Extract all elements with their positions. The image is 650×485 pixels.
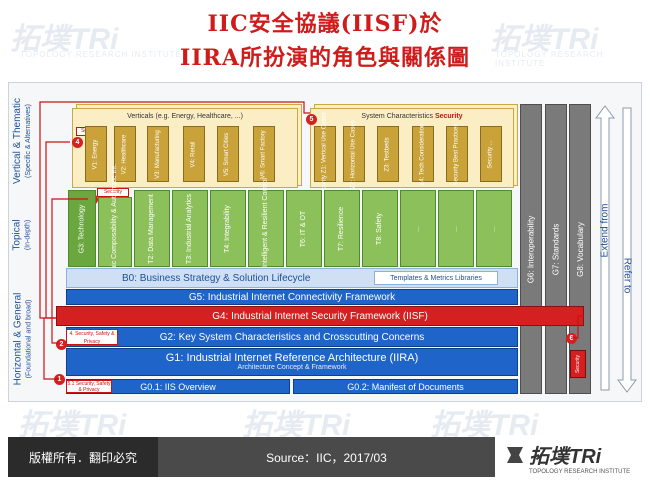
watermark-text: TOPOLOGY RESEARCH INSTITUTE [495, 50, 604, 68]
refer-to-label: Refer to [621, 257, 633, 293]
system-column: Z3: Testbeds [377, 126, 399, 182]
band-g0-1: G0.1: IIS Overview [66, 379, 290, 394]
vertical-column: V4: Retail [183, 126, 205, 182]
vertical-column: V6: Smart Factory [253, 126, 275, 182]
system-column: Security ... [480, 126, 502, 182]
marker-6: 6 [566, 333, 577, 344]
watermark-text: TOPOLOGY RESEARCH INSTITUTE [20, 50, 182, 59]
connector-line [43, 318, 58, 380]
watermark-logo: 拓墣TRi [490, 23, 599, 56]
marker-1: 1 [54, 374, 65, 385]
band-g1-subtitle: Architecture Concept & Framework [237, 364, 347, 371]
footer-logo: 拓墣TRi TOPOLOGY RESEARCH INSTITUTE [505, 440, 645, 480]
extend-from-label: Extend from [599, 203, 611, 257]
verticals-header: Verticals (e.g. Energy, Healthcare, ...) [127, 113, 243, 120]
connector-line [572, 315, 584, 339]
topic-column: G3: Technology [68, 190, 96, 267]
watermark-logo: 拓墣TRi [430, 409, 539, 442]
topical-security-tag: Security [97, 188, 129, 197]
topic-column: T3: Industrial Analytics [172, 190, 208, 267]
vertical-column: V2: Healthcare [114, 126, 136, 182]
logo-mark-icon [507, 446, 523, 463]
vertical-column: V3: Manufacturing [147, 126, 169, 182]
system-column: Security Z1: Vertical Use Cases [314, 112, 336, 196]
topic-column: T6: IT & OT [286, 190, 322, 267]
topic-column: T2: Data Management [134, 190, 170, 267]
grey-security-tag: Security [570, 350, 586, 378]
footer-rights: 版權所有．翻印必究 [8, 437, 158, 477]
topic-column: T8: Safety [362, 190, 398, 267]
marker-2: 2 [56, 339, 67, 350]
topic-column: ... [400, 190, 436, 267]
topic-column: ... [438, 190, 474, 267]
refer-to-arrow [617, 107, 637, 393]
tag-security-safety-privacy-51: 5.1 Security, Safety & Privacy [66, 380, 112, 393]
system-column: Security Best Practices [446, 123, 468, 185]
watermark-logo: 拓墣TRi [18, 409, 127, 442]
connector-line [45, 141, 70, 319]
title-line-1: IIC安全協議(IISF)於 [207, 11, 443, 37]
extend-from-arrow [595, 105, 615, 391]
templates-box: Templates & Metrics Libraries [374, 271, 498, 285]
topic-column: T7: Resilience [324, 190, 360, 267]
connector-line [51, 318, 58, 344]
band-g5: G5: Industrial Internet Connectivity Fra… [66, 289, 518, 305]
system-column: Z4: Tech Consideration [412, 123, 434, 185]
connector-line [51, 198, 88, 318]
band-g2: G2: Key System Characteristics and Cross… [66, 327, 518, 347]
vertical-column: V1: Energy [85, 126, 107, 182]
tag-security-safety-privacy: 4. Security, Safety & Privacy [66, 329, 118, 345]
marker-4: 4 [72, 137, 83, 148]
system-column: Z2: Horizontal Use Cases [343, 120, 365, 188]
band-g0-2: G0.2: Manifest of Documents [293, 379, 518, 394]
topic-column: T5: Intelligent & Resilient Control [248, 178, 284, 279]
topic-column: ... [476, 190, 512, 267]
watermark-logo: 拓墣TRi [242, 409, 351, 442]
system-characteristics-header: System Characteristics Security [361, 113, 463, 120]
band-g1: G1: Industrial Internet Reference Archit… [66, 348, 518, 376]
marker-5: 5 [306, 114, 317, 125]
extend-refer-arrows [595, 105, 637, 393]
watermark-logo: 拓墣TRi [10, 23, 119, 56]
title-line-2: IIRA所扮演的角色與關係圖 [180, 45, 470, 71]
topic-column: T4: Integrability [210, 190, 246, 267]
band-g4-iisf: G4: Industrial Internet Security Framewo… [56, 306, 584, 326]
topic-column: T1: Dynamic Composability & Automatic In… [98, 164, 132, 300]
band-g1-title: G1: Industrial Internet Reference Archit… [165, 352, 419, 364]
connector-line [39, 101, 310, 319]
vertical-column: V5: Smart Cities [217, 126, 239, 182]
footer-source: Source：IIC，2017/03 [158, 437, 495, 477]
